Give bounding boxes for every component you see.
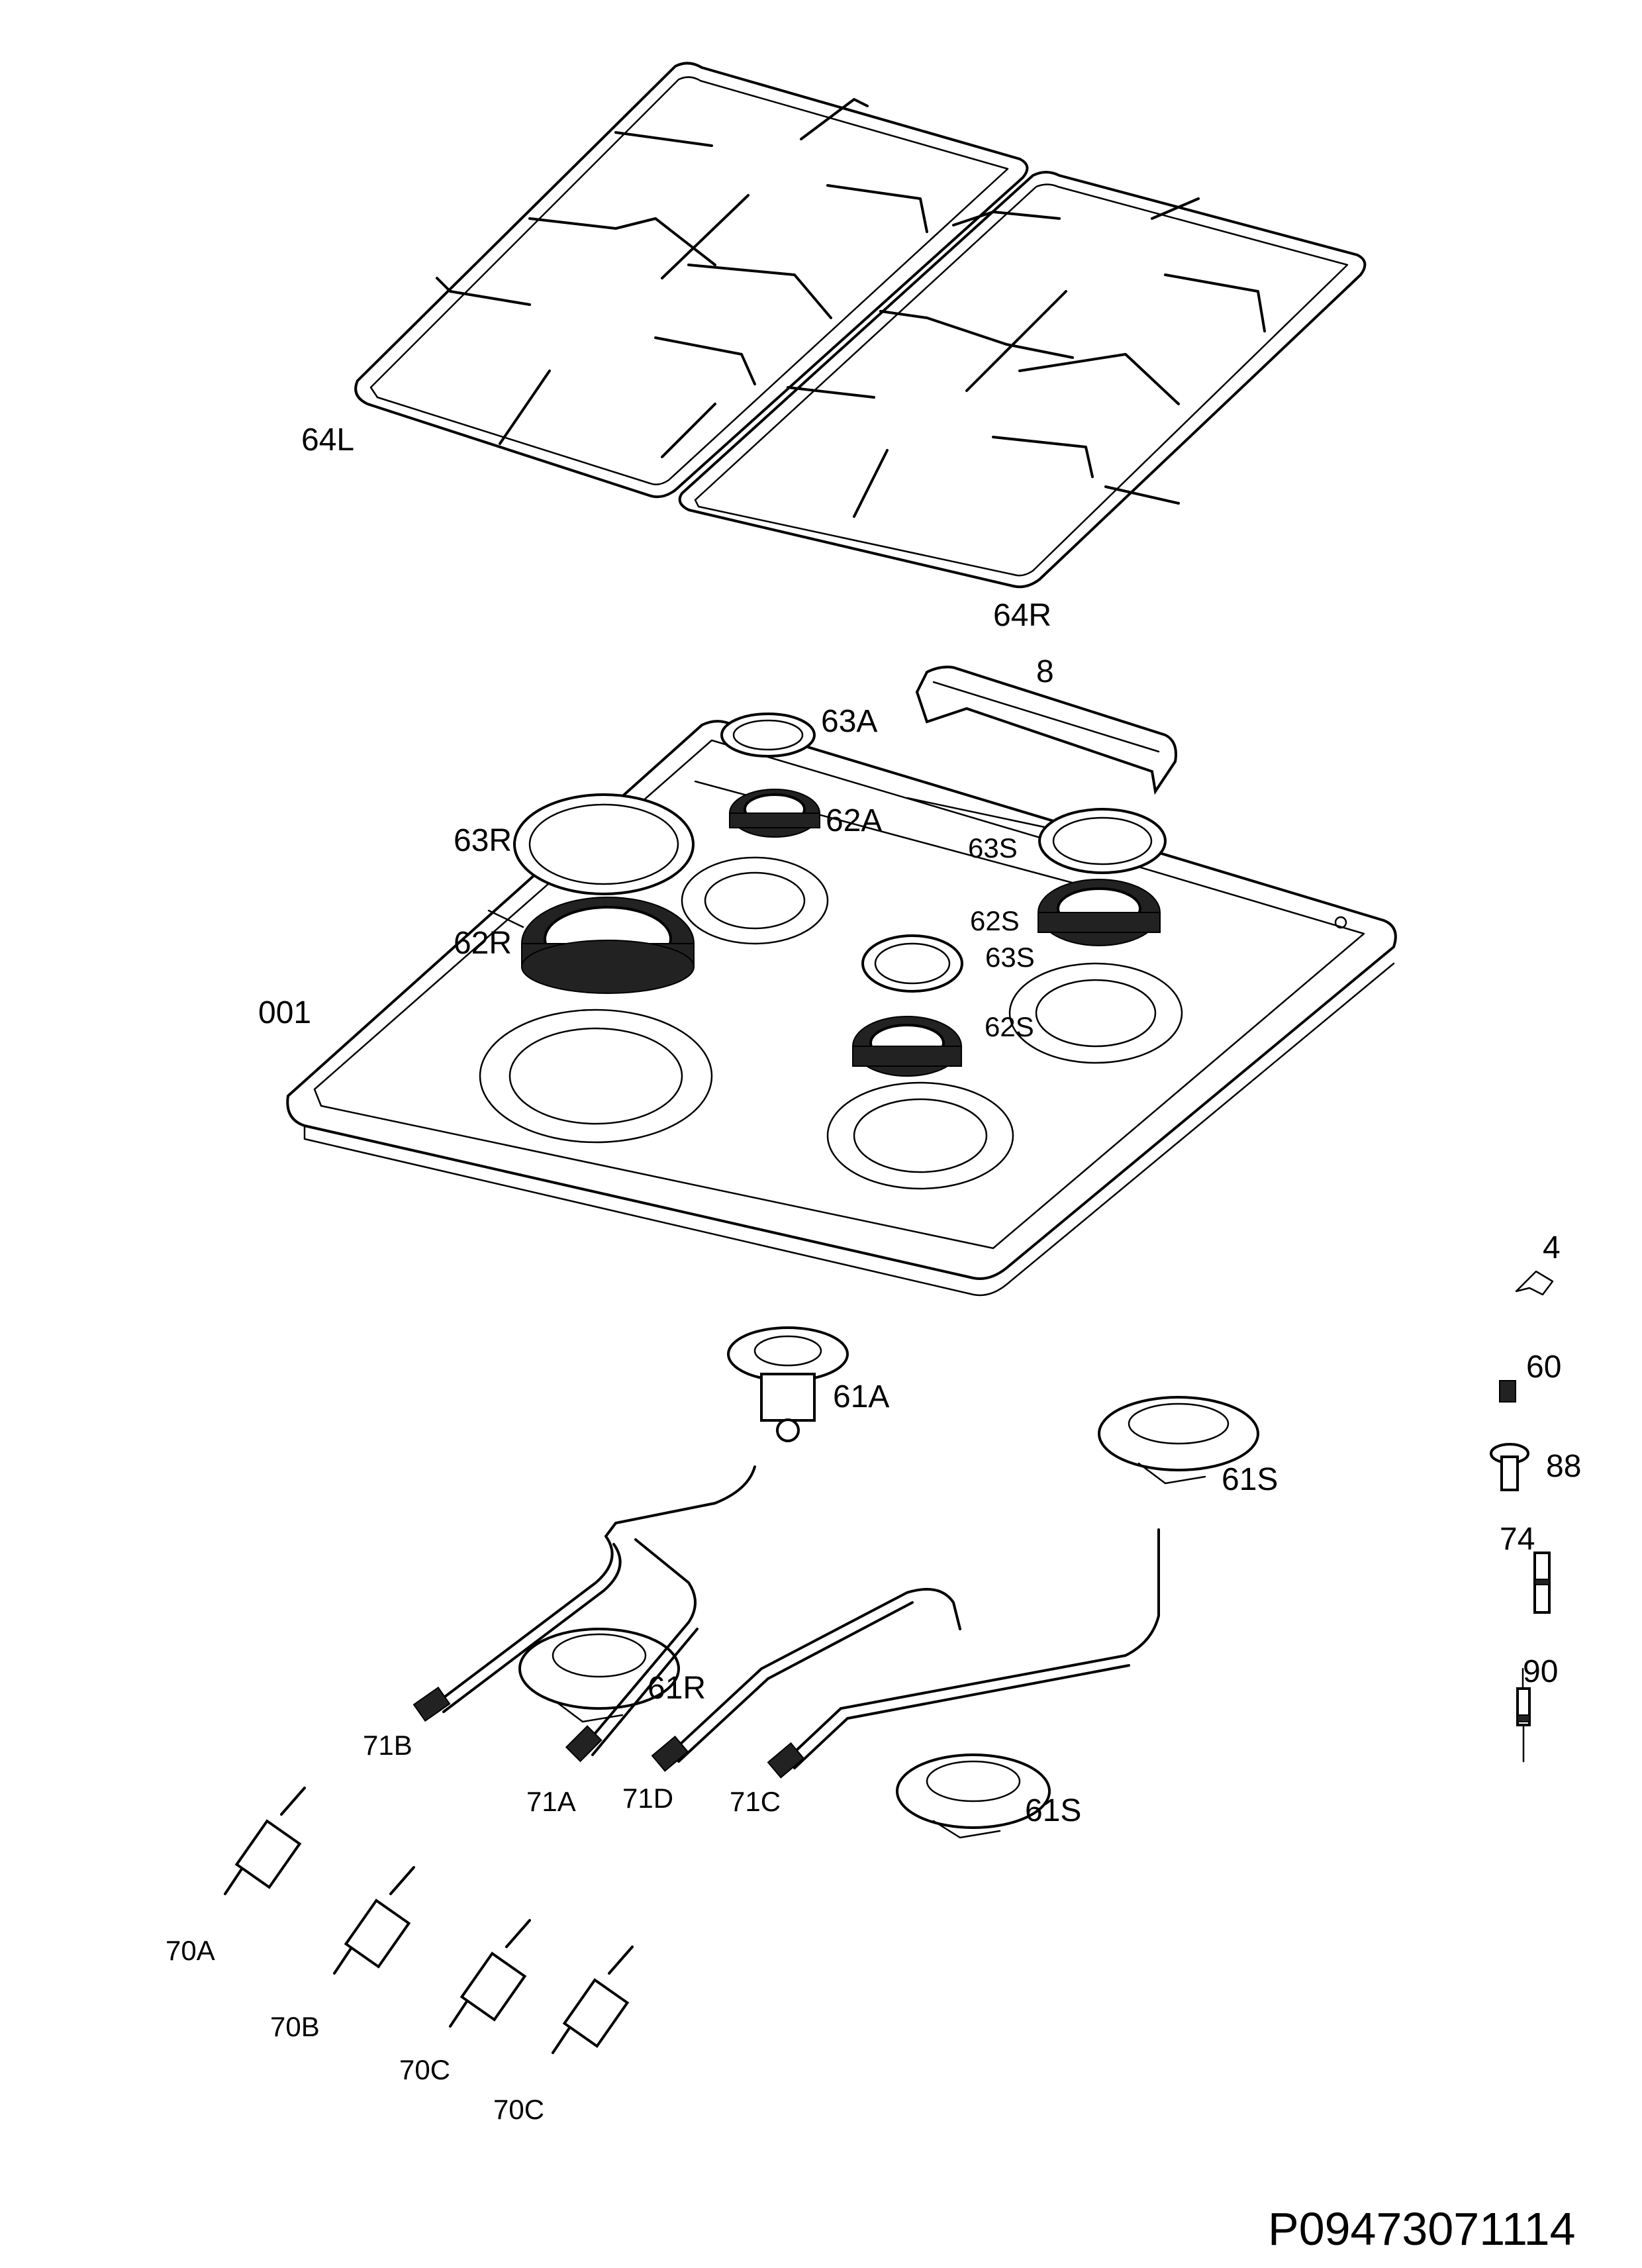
part-60-nozzle [1499, 1380, 1516, 1403]
gas-tap-70C-first [449, 1919, 531, 2028]
gas-pipe-71D [651, 1588, 961, 1772]
pan-support-left [354, 62, 1029, 499]
label-90: 90 [1523, 1654, 1558, 1689]
part-88-injector [1490, 1443, 1529, 1491]
part-4-clip [1515, 1270, 1554, 1296]
cap-63S-upper [1038, 808, 1167, 874]
label-61S-upper: 61S [1222, 1462, 1278, 1497]
gas-pipe-71A [565, 1538, 699, 1763]
label-74: 74 [1500, 1522, 1535, 1557]
burner-head-62R [521, 897, 695, 994]
hob-top-panel [286, 720, 1397, 1297]
label-71C: 71C [730, 1786, 781, 1817]
trim-8 [915, 666, 1177, 795]
label-70C-second: 70C [493, 2094, 544, 2125]
label-64R: 64R [993, 598, 1051, 633]
label-62S-lower: 62S [985, 1011, 1034, 1042]
label-63S-lower: 63S [985, 942, 1035, 973]
gas-pipe-71C [767, 1528, 1160, 1779]
part-90-spark-plug [1516, 1667, 1531, 1763]
pan-support-right [678, 171, 1367, 589]
label-71D: 71D [622, 1783, 673, 1814]
label-61S-lower: 61S [1025, 1793, 1081, 1828]
gas-tap-70A [224, 1787, 306, 1895]
label-61A: 61A [833, 1379, 889, 1414]
burner-base-61S-lower [896, 1753, 1051, 1839]
label-63R: 63R [454, 823, 512, 858]
burner-base-61S-upper [1098, 1396, 1259, 1485]
part-74-thermocouple [1533, 1552, 1551, 1614]
burner-base-61R [518, 1628, 680, 1723]
leader-62R [487, 909, 524, 928]
burner-head-62A [729, 789, 820, 838]
label-62R: 62R [454, 926, 512, 961]
label-61R: 61R [648, 1671, 706, 1706]
label-62S-upper: 62S [970, 905, 1020, 936]
drawing-code: P09473071114 [1268, 2203, 1576, 2255]
burner-head-62S-lower [852, 1016, 962, 1077]
gas-tap-70C-second [552, 1946, 634, 2054]
label-63S-upper: 63S [968, 832, 1018, 863]
label-64L: 64L [301, 422, 354, 458]
label-8: 8 [1036, 654, 1054, 689]
label-70B: 70B [270, 2011, 320, 2042]
label-70A: 70A [166, 1935, 215, 1966]
burner-head-62S-upper [1038, 879, 1161, 946]
label-88: 88 [1546, 1449, 1581, 1484]
cap-63R [513, 793, 695, 895]
label-4: 4 [1543, 1230, 1561, 1265]
label-60: 60 [1526, 1350, 1561, 1385]
cap-63S-lower [861, 934, 963, 993]
cap-63A [720, 713, 816, 758]
label-001: 001 [258, 995, 311, 1030]
label-62A: 62A [826, 803, 882, 838]
burner-base-61A [727, 1326, 849, 1442]
label-71A: 71A [526, 1786, 576, 1817]
label-71B: 71B [363, 1730, 412, 1761]
gas-pipe-71B [412, 1465, 756, 1722]
label-63A: 63A [821, 704, 877, 739]
gas-tap-70B [333, 1866, 415, 1975]
label-70C-first: 70C [399, 2054, 450, 2085]
labels: 64L 64R 8 63A 63R 62A 63S 62S 62R 63S 00… [166, 422, 1581, 2255]
